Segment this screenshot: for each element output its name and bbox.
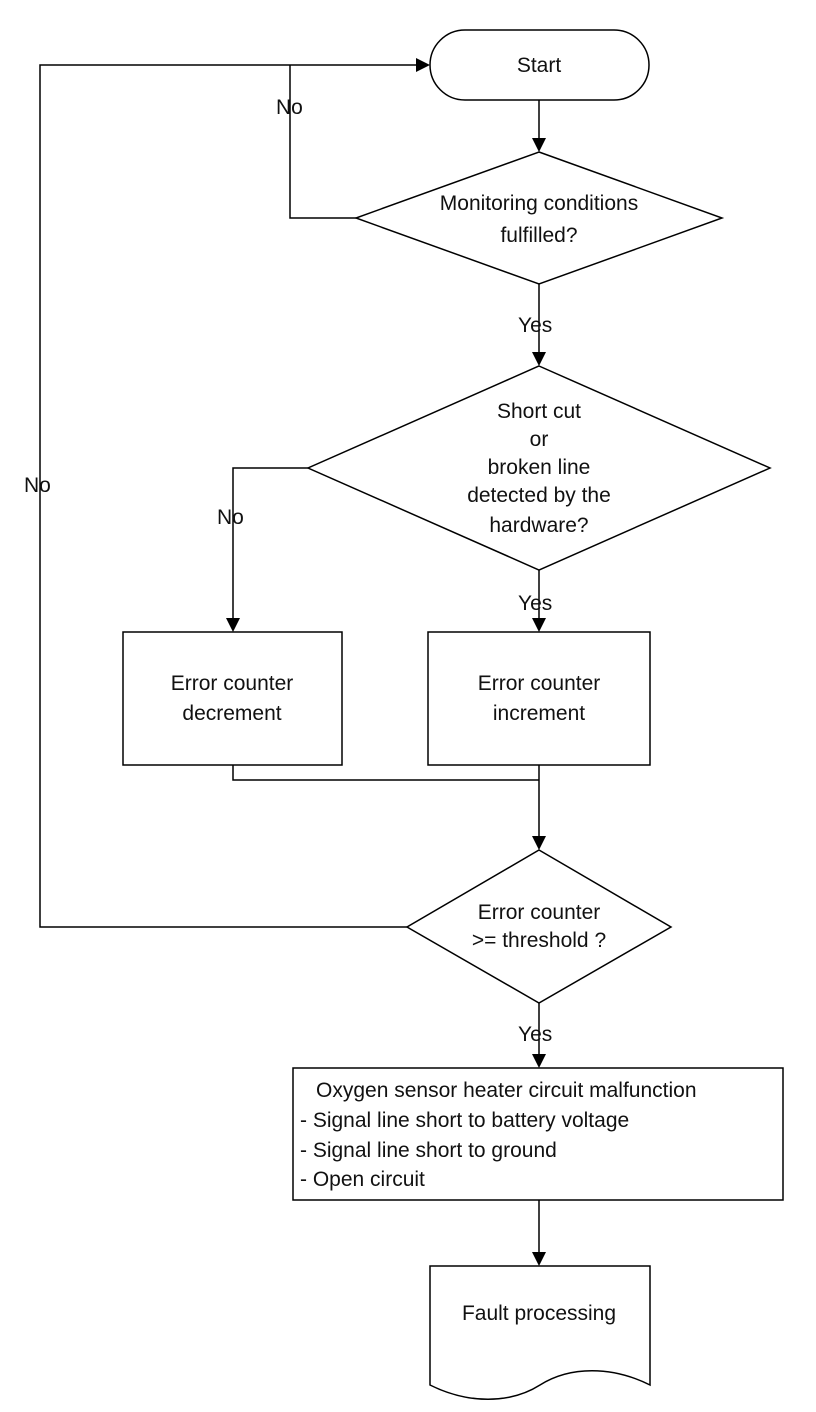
arrowhead (226, 618, 240, 632)
increment-box: Error counter increment (427, 631, 651, 766)
monitoring-yes-label: Yes (518, 314, 552, 337)
detect-no-label: No (217, 506, 244, 529)
threshold-label-line2: >= threshold ? (472, 929, 606, 952)
connector-threshold-no (39, 64, 416, 928)
fault-processing-label: Fault processing (462, 1302, 616, 1325)
increment-label-line1: Error counter (478, 672, 601, 695)
decrement-box: Error counter decrement (122, 631, 343, 766)
threshold-decision: Error counter >= threshold ? (405, 849, 673, 1004)
decrement-label-line1: Error counter (171, 672, 294, 695)
arrowhead (532, 1054, 546, 1068)
monitoring-decision: Monitoring conditions fulfilled? (353, 151, 725, 285)
decrement-label-line2: decrement (182, 702, 281, 725)
arrowhead (532, 352, 546, 366)
connector-monitoring-no (289, 65, 356, 219)
connector-decrement-merge (232, 765, 539, 781)
start-node: Start (429, 29, 650, 101)
arrowhead (532, 1252, 546, 1266)
detect-label-line2: or (530, 428, 549, 451)
arrowhead (532, 618, 546, 632)
malfunction-box: Oxygen sensor heater circuit malfunction… (292, 1067, 784, 1201)
start-label: Start (517, 54, 562, 77)
monitoring-no-label: No (276, 96, 303, 119)
detect-label-line5: hardware? (489, 514, 588, 537)
arrowhead (416, 58, 430, 72)
threshold-no-label: No (24, 474, 51, 497)
arrowhead (532, 138, 546, 152)
detect-label-line1: Short cut (497, 400, 581, 423)
arrowhead (532, 836, 546, 850)
monitoring-label-line2: fulfilled? (500, 224, 577, 247)
malfunction-title: Oxygen sensor heater circuit malfunction (316, 1079, 697, 1102)
detect-label-line3: broken line (488, 456, 591, 479)
malfunction-item-1: - Signal line short to battery voltage (300, 1109, 629, 1132)
detect-label-line4: detected by the (467, 484, 611, 507)
monitoring-label-line1: Monitoring conditions (440, 192, 638, 215)
detect-yes-label: Yes (518, 592, 552, 615)
malfunction-item-2: - Signal line short to ground (300, 1139, 557, 1162)
connector-detect-no (232, 467, 308, 618)
fault-processing-node: Fault processing (429, 1265, 651, 1400)
threshold-yes-label: Yes (518, 1023, 552, 1046)
threshold-label-line1: Error counter (478, 901, 601, 924)
increment-label-line2: increment (493, 702, 585, 725)
detect-decision: Short cut or broken line detected by the… (306, 365, 772, 571)
malfunction-item-3: - Open circuit (300, 1168, 425, 1191)
